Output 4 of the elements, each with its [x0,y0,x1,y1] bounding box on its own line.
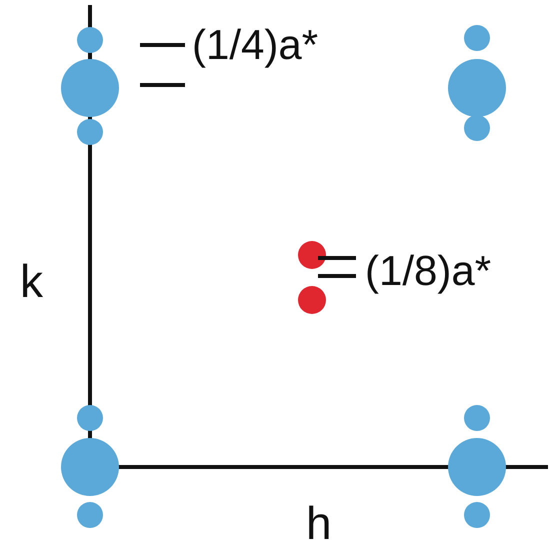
spacing-label: (1/8)a* [365,250,492,292]
spacing-label: (1/4)a* [192,24,318,66]
axis-label: k [20,258,43,304]
axis-label: h [306,500,332,546]
